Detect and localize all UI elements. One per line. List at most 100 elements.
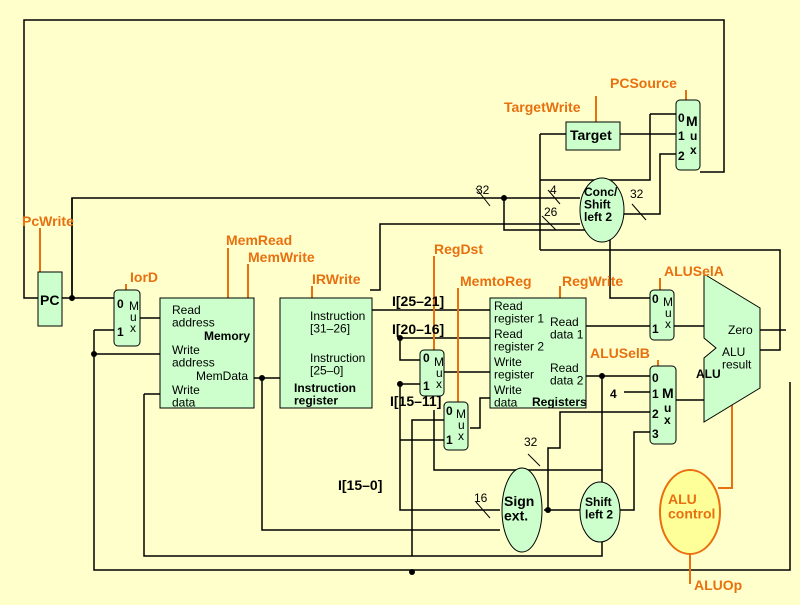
mux-regdst-0: 0 bbox=[423, 351, 430, 365]
mux-pcsource-u: u bbox=[690, 129, 697, 143]
alu-control-oval bbox=[659, 469, 721, 555]
conc-shift-oval bbox=[579, 177, 625, 243]
mux-pcsource-box bbox=[675, 99, 701, 171]
width-32-right: 32 bbox=[630, 187, 644, 201]
mux-memtoreg-0: 0 bbox=[446, 404, 453, 418]
mux-alusela-u: u bbox=[665, 306, 672, 320]
mux-iord-1: 1 bbox=[117, 325, 124, 339]
signal-aluop: ALUOp bbox=[694, 577, 742, 593]
signal-regwrite: RegWrite bbox=[562, 273, 623, 289]
wire-pcsrc-0 bbox=[540, 114, 651, 181]
width-32-top: 32 bbox=[476, 183, 490, 197]
wire-pc-feedback bbox=[23, 19, 725, 299]
mux-regdst-1: 1 bbox=[423, 379, 430, 393]
mux-aluselb-0: 0 bbox=[652, 371, 659, 385]
wire-signext-to-mux bbox=[547, 411, 650, 510]
field-i15-11: I[15–11] bbox=[390, 393, 441, 409]
signal-pcwrite: PcWrite bbox=[22, 213, 74, 229]
regfile-box bbox=[489, 297, 587, 409]
mux-alusela-1: 1 bbox=[652, 322, 659, 336]
tick-32-low bbox=[527, 453, 541, 467]
mux-regdst-m: M bbox=[434, 355, 444, 369]
const-4: 4 bbox=[610, 387, 617, 401]
mux-aluselb-box bbox=[649, 365, 677, 445]
mux-regdst-box bbox=[419, 349, 445, 397]
wire-memdata-down bbox=[261, 378, 500, 531]
ir-31-26: Instruction[31–26] bbox=[310, 309, 365, 336]
wire-aluresult bbox=[540, 249, 781, 351]
mux-pcsource-2: 2 bbox=[678, 149, 685, 163]
bus-ticks bbox=[475, 187, 647, 519]
mux-pcsource-1: 1 bbox=[678, 129, 685, 143]
signal-pcsource: PCSource bbox=[610, 75, 677, 91]
mux-aluselb-2: 2 bbox=[652, 407, 659, 421]
mux-memtoreg: 0 1 M u x bbox=[443, 401, 469, 451]
shift-left2-oval bbox=[579, 481, 621, 543]
mux-alusela-0: 0 bbox=[652, 292, 659, 306]
mux-alusela-x: x bbox=[665, 317, 671, 331]
mux-pcsource-0: 0 bbox=[678, 111, 685, 125]
wire-concshift-to-pcsrc bbox=[622, 153, 676, 215]
signal-memtoreg: MemtoReg bbox=[460, 273, 532, 289]
signal-regdst: RegDst bbox=[434, 241, 483, 257]
mux-pcsource-x: x bbox=[690, 143, 697, 157]
wire-write-data bbox=[143, 394, 412, 557]
mux-iord-0: 0 bbox=[117, 297, 124, 311]
mux-regdst-u: u bbox=[436, 366, 443, 380]
pc-register: PC bbox=[37, 271, 63, 327]
width-16: 16 bbox=[474, 491, 488, 505]
tick-16 bbox=[475, 501, 491, 519]
tick-32-top bbox=[475, 187, 491, 207]
instruction-register: Instruction[31–26] Instruction[25–0] Ins… bbox=[279, 297, 373, 409]
wire-bottom-loop bbox=[93, 330, 791, 571]
target-label: Target bbox=[570, 127, 612, 143]
field-i25-21: I[25–21] bbox=[392, 293, 444, 309]
junction-dot bbox=[409, 569, 415, 575]
signal-targetwrite: TargetWrite bbox=[504, 99, 581, 115]
field-i15-0: I[15–0] bbox=[338, 477, 382, 493]
junction-dot bbox=[397, 335, 403, 341]
width-26: 26 bbox=[544, 205, 558, 219]
mux-alusel-a: 0 1 M u x bbox=[649, 289, 675, 341]
memory-box bbox=[159, 297, 255, 409]
mux-aluselb-3: 3 bbox=[652, 427, 659, 441]
signal-alusela: ALUSelA bbox=[664, 263, 724, 279]
target-register: Target bbox=[565, 121, 621, 151]
tick-4 bbox=[547, 189, 561, 205]
mux-alusel-b: 0 1 2 3 M u x bbox=[649, 365, 677, 445]
mem-name: Memory bbox=[204, 329, 250, 343]
mux-aluselb-u: u bbox=[664, 401, 671, 415]
alu-shape bbox=[703, 273, 761, 423]
mux-pcsource: 0 1 2 M u x bbox=[675, 99, 701, 171]
pc-label: PC bbox=[40, 292, 59, 308]
ctrl-alu-control-out bbox=[718, 400, 733, 489]
mux-memtoreg-box bbox=[443, 401, 469, 451]
alu-name: ALU bbox=[696, 367, 721, 381]
mux-iord-box bbox=[113, 289, 141, 347]
mux-alusela-m: M bbox=[663, 295, 673, 309]
mux-aluselb-m: M bbox=[662, 385, 674, 401]
reg-name: Registers bbox=[532, 395, 587, 409]
signal-iord: IorD bbox=[130, 269, 158, 285]
signal-irwrite: IRWrite bbox=[312, 271, 361, 287]
signal-memread: MemRead bbox=[226, 232, 292, 248]
control-wires bbox=[39, 90, 733, 584]
sign-ext-oval bbox=[501, 467, 543, 553]
